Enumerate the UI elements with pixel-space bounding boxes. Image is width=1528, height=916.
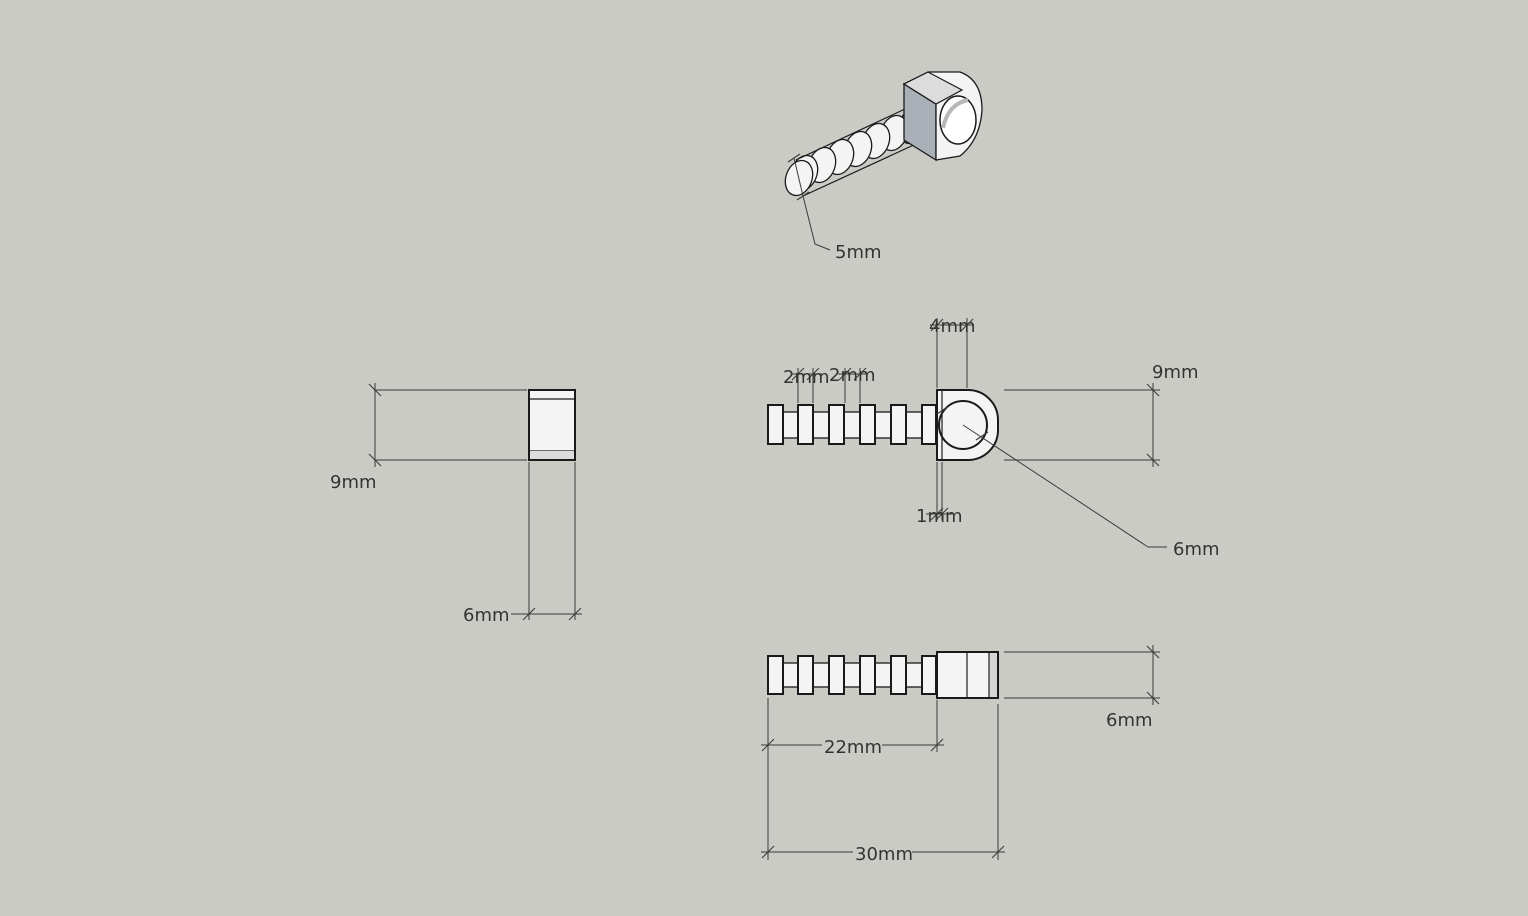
- isometric-view: 5mm: [784, 71, 983, 263]
- front-shank: [767, 404, 937, 445]
- top-height-label: 6mm: [1106, 710, 1153, 731]
- top-shank-length-label: 22mm: [824, 737, 882, 758]
- side-height-label: 9mm: [330, 472, 377, 493]
- front-rib-dimensions: 2mm 2mm: [783, 365, 876, 403]
- top-head: [936, 651, 999, 699]
- front-gap-label: 1mm: [916, 506, 963, 527]
- side-head-block: [528, 389, 576, 461]
- top-shank: [767, 655, 937, 695]
- side-height-dimension: 9mm: [330, 383, 527, 493]
- iso-head: [902, 71, 983, 162]
- top-view: 6mm 22mm 30mm: [761, 645, 1160, 865]
- front-gap-dimension: 1mm: [916, 462, 963, 527]
- iso-shank: [784, 107, 927, 197]
- top-total-length-dimension: 30mm: [761, 704, 1005, 865]
- front-view: 4mm 2mm 2mm 9mm: [767, 316, 1220, 560]
- front-height-label: 9mm: [1152, 362, 1199, 383]
- front-radius-dimension: 6mm: [936, 405, 1220, 560]
- side-width-dimension: 6mm: [463, 462, 582, 626]
- front-rib-1-label: 2mm: [783, 367, 830, 388]
- front-radius-label: 6mm: [1173, 539, 1220, 560]
- front-height-dimension: 9mm: [1004, 362, 1199, 467]
- side-view: 9mm 6mm: [330, 383, 582, 626]
- top-total-length-label: 30mm: [855, 844, 913, 865]
- top-height-dimension: 6mm: [1004, 645, 1160, 731]
- front-rib-2-label: 2mm: [829, 365, 876, 386]
- iso-diameter-dimension: 5mm: [787, 153, 882, 263]
- front-ring-width-dimension: 4mm: [929, 316, 976, 388]
- front-ring-width-label: 4mm: [929, 316, 976, 337]
- front-ring: [936, 389, 999, 461]
- top-shank-length-dimension: 22mm: [761, 698, 944, 860]
- side-width-label: 6mm: [463, 605, 510, 626]
- iso-diameter-label: 5mm: [835, 242, 882, 263]
